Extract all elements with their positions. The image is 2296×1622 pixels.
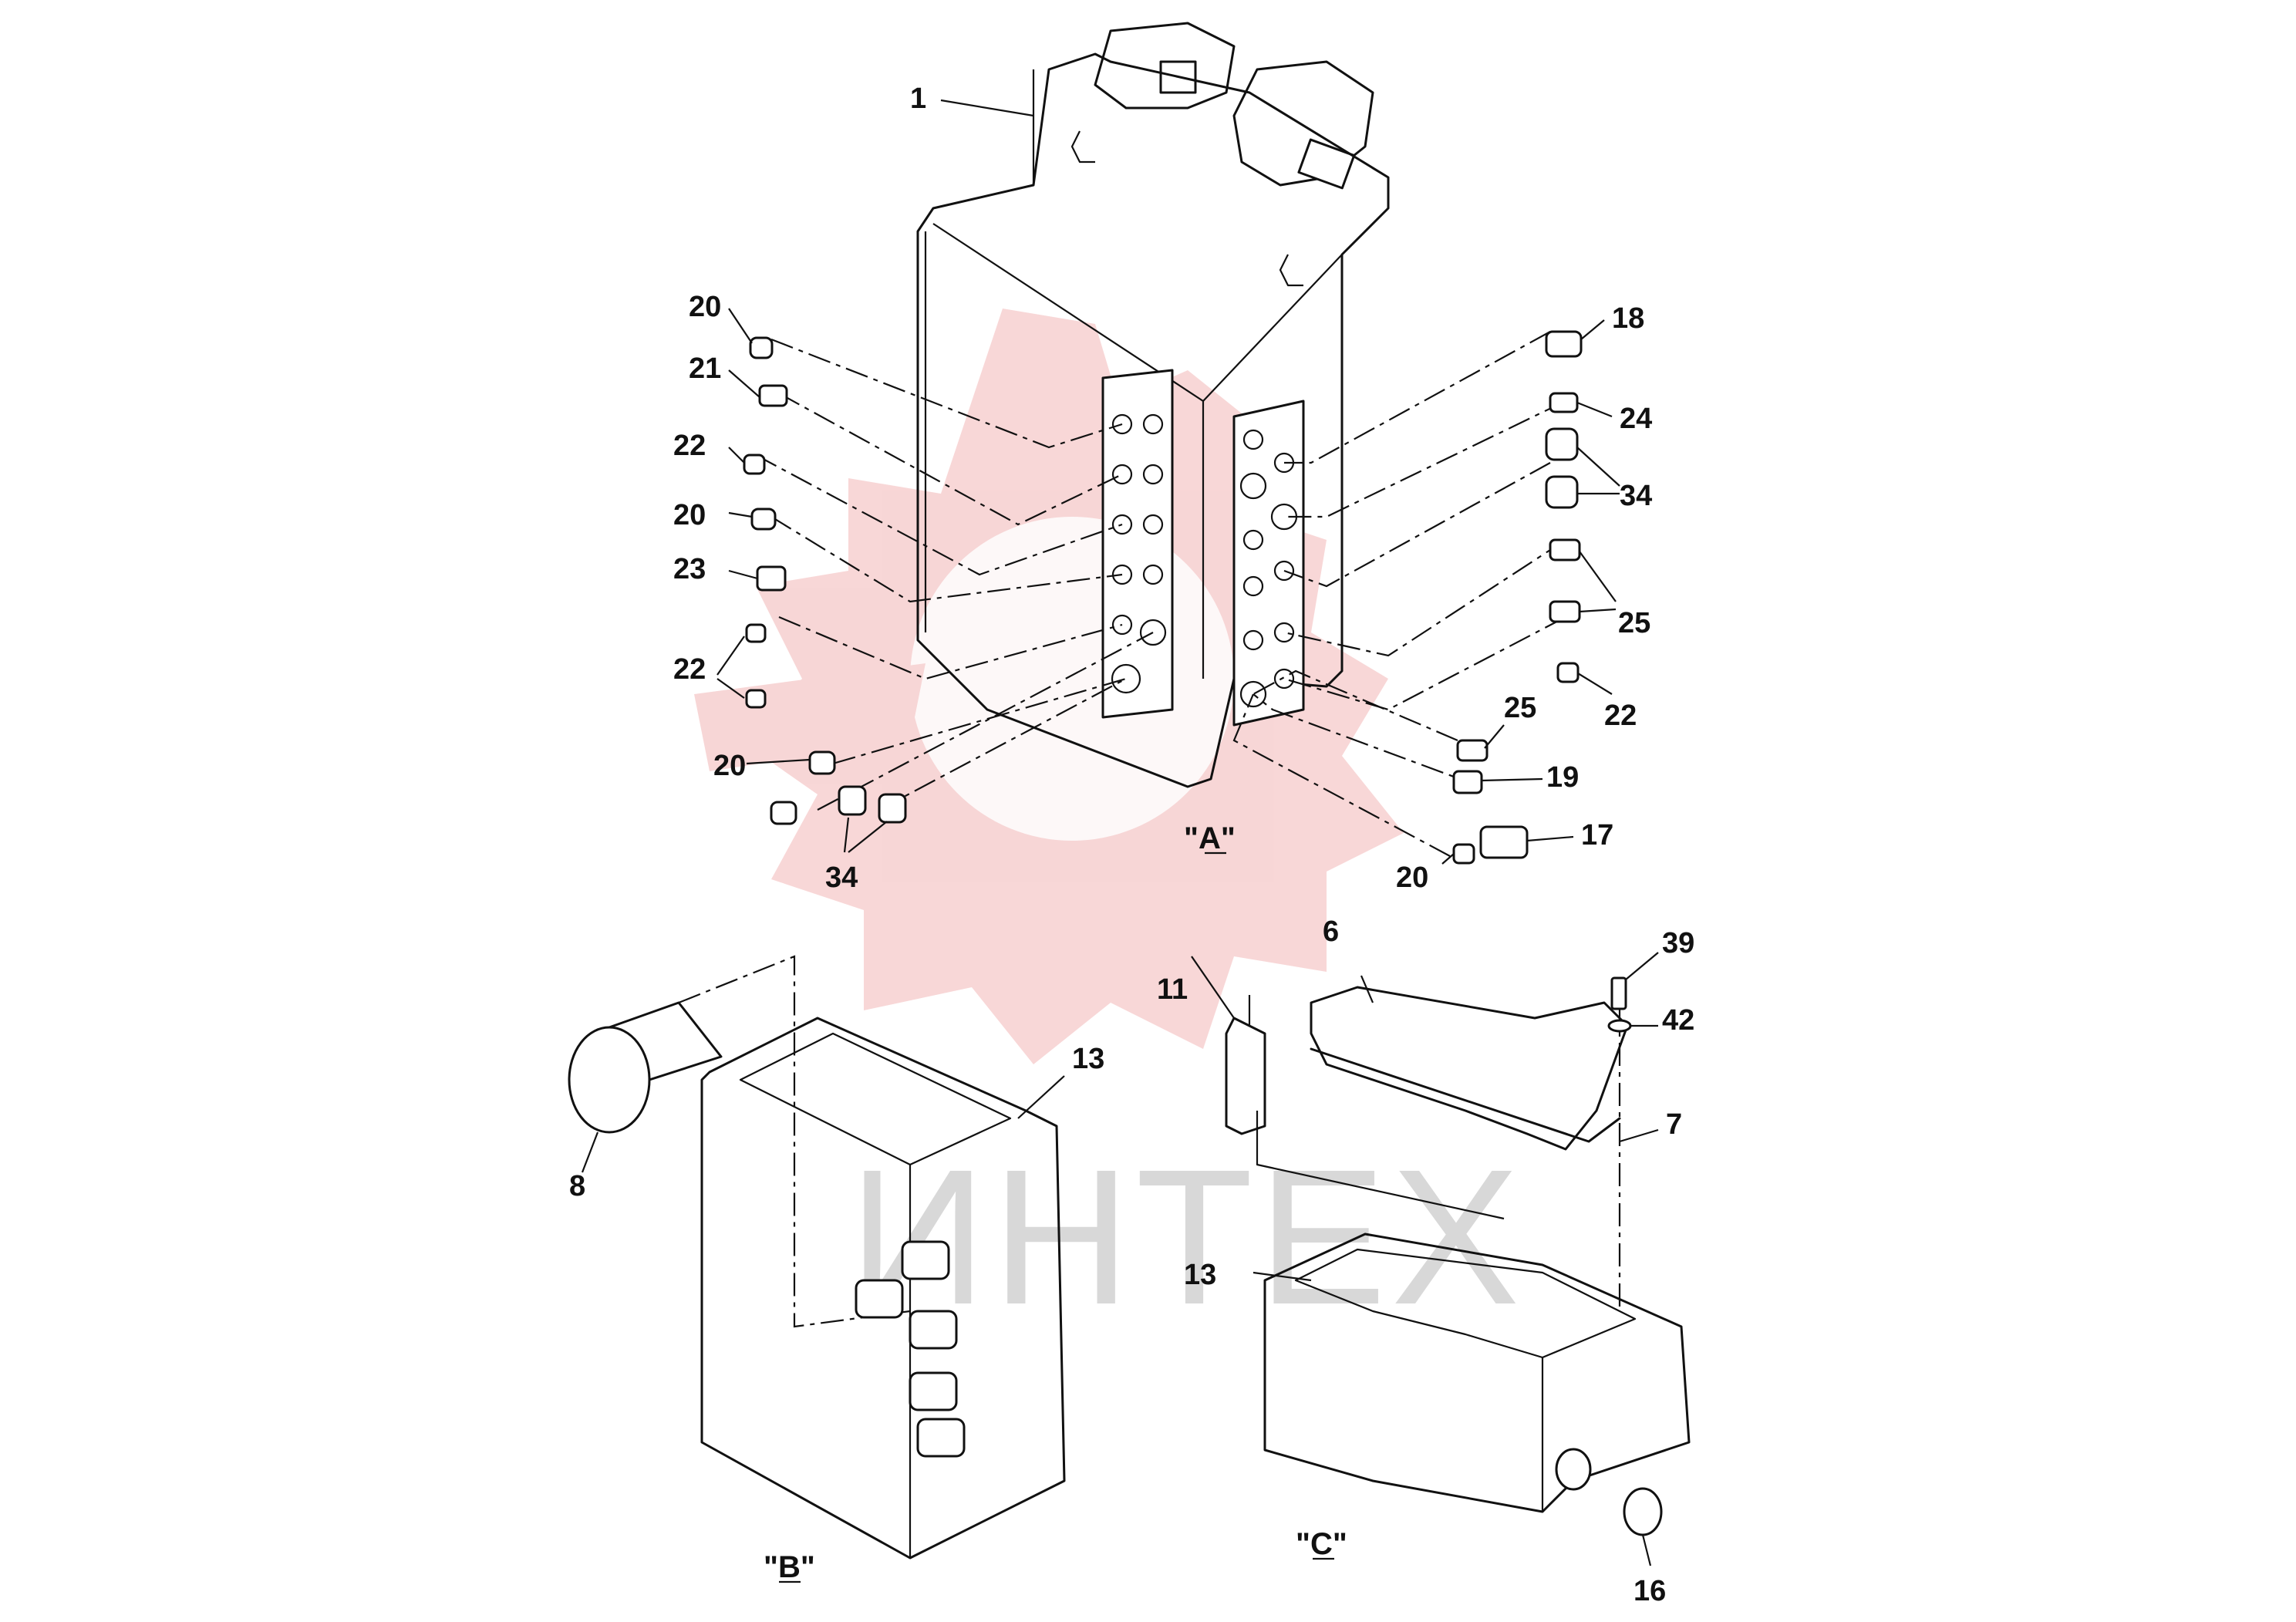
view-a-tank	[743, 22, 1583, 865]
callout-34-left: 34	[825, 862, 858, 894]
callout-1: 1	[910, 83, 926, 115]
callout-20-right: 20	[1396, 862, 1428, 894]
callout-34-right: 34	[1620, 480, 1652, 512]
callout-18: 18	[1612, 302, 1644, 335]
view-label-b: "B"	[764, 1550, 815, 1584]
callout-20-low: 20	[713, 750, 746, 782]
view-label-a: "A"	[1184, 821, 1236, 855]
callout-20-mid: 20	[673, 499, 706, 531]
view-b-tank-interior	[568, 955, 1066, 1560]
watermark-text: ИНТЕХ	[848, 1129, 1524, 1344]
callout-11: 11	[1157, 973, 1188, 1006]
callout-25-low: 25	[1504, 692, 1536, 724]
callout-22-a: 22	[673, 430, 706, 462]
callout-13-b: 13	[1072, 1043, 1104, 1075]
callout-39: 39	[1662, 927, 1694, 959]
callout-21: 21	[689, 352, 721, 385]
callout-6: 6	[1323, 916, 1339, 948]
callout-22-b: 22	[673, 653, 706, 686]
callout-25-right: 25	[1618, 607, 1650, 639]
leader-lines	[581, 99, 1659, 1566]
callout-8: 8	[569, 1170, 585, 1202]
callout-42: 42	[1662, 1004, 1694, 1037]
view-label-c: "C"	[1296, 1527, 1347, 1561]
callout-24: 24	[1620, 403, 1652, 435]
callout-16: 16	[1633, 1575, 1666, 1607]
callout-23: 23	[673, 553, 706, 585]
callout-20-top: 20	[689, 291, 721, 323]
callout-19: 19	[1546, 761, 1579, 794]
callout-13-c: 13	[1184, 1259, 1216, 1291]
callout-22-right: 22	[1604, 700, 1637, 732]
callout-7: 7	[1666, 1108, 1682, 1141]
callout-17: 17	[1581, 819, 1613, 851]
view-c-tank-cover	[1225, 976, 1691, 1536]
